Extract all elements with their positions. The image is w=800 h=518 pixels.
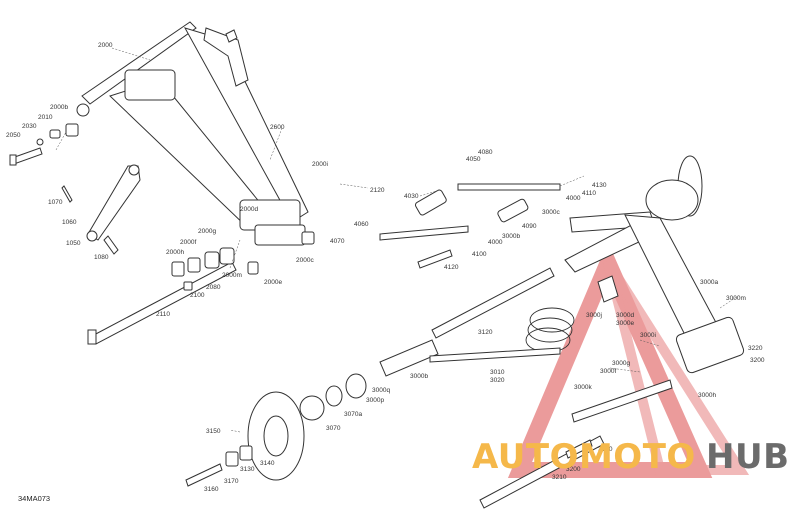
callout: 2000g bbox=[198, 228, 216, 235]
watermark-wordmark: AUTOMOTO HUB bbox=[472, 437, 789, 477]
callout: 3000b bbox=[502, 233, 520, 240]
callout: 3000c bbox=[542, 209, 560, 216]
callout: 2120 bbox=[370, 187, 385, 194]
callout: 2000m bbox=[222, 272, 242, 279]
watermark-logo bbox=[507, 241, 750, 478]
callout: 3120 bbox=[478, 329, 493, 336]
callout: 3000p bbox=[366, 397, 384, 404]
callout: 3220 bbox=[748, 345, 763, 352]
callout: 2000 bbox=[98, 42, 113, 49]
idler-wheel-3070 bbox=[185, 373, 367, 487]
callout: 3000j bbox=[586, 312, 602, 319]
callout: 3000m bbox=[726, 295, 746, 302]
callout: 4000 bbox=[566, 195, 581, 202]
callout: 4000 bbox=[488, 239, 503, 246]
callout: 3000g bbox=[612, 360, 630, 367]
callout: 3000a bbox=[700, 279, 718, 286]
callout: 4120 bbox=[444, 264, 459, 271]
callout: 3070a bbox=[344, 411, 362, 418]
callout: 4050 bbox=[466, 156, 481, 163]
spring-3010 bbox=[429, 307, 575, 363]
callout: 2030 bbox=[22, 123, 37, 130]
link-assembly bbox=[61, 164, 141, 255]
callout: 3010 bbox=[490, 369, 505, 376]
callout: 1060 bbox=[62, 219, 77, 226]
callout: 1080 bbox=[94, 254, 109, 261]
callout: 2050 bbox=[6, 132, 21, 139]
callout: 3000k bbox=[574, 384, 592, 391]
callout: 3000h bbox=[698, 392, 716, 399]
bushing-stack bbox=[171, 231, 315, 291]
callout: 3000f bbox=[600, 368, 616, 375]
callout: 4060 bbox=[354, 221, 369, 228]
callout: 4090 bbox=[522, 223, 537, 230]
callout: 3150 bbox=[206, 428, 221, 435]
upper-arm-hardware bbox=[9, 123, 79, 166]
callout: 3140 bbox=[260, 460, 275, 467]
callout: 3200 bbox=[750, 357, 765, 364]
callout: 3160 bbox=[204, 486, 219, 493]
callout: 2000d bbox=[240, 206, 258, 213]
callout: 4030 bbox=[404, 193, 419, 200]
callout: 3190 bbox=[598, 446, 613, 453]
callout: 2000c bbox=[296, 257, 314, 264]
callout: 2000h bbox=[166, 249, 184, 256]
callout: 4100 bbox=[472, 251, 487, 258]
long-shaft-2110 bbox=[87, 261, 237, 345]
callout: 3000q bbox=[372, 387, 390, 394]
callout: 2080 bbox=[206, 284, 221, 291]
document-reference: 34MA073 bbox=[18, 494, 50, 503]
callout: 3020 bbox=[490, 377, 505, 384]
callout: 3000e bbox=[616, 320, 634, 327]
callout: 4110 bbox=[582, 190, 596, 197]
shaft-3120 bbox=[379, 267, 555, 377]
callout: 2600 bbox=[270, 124, 285, 131]
callout: 2000b bbox=[50, 104, 68, 111]
leader-lines bbox=[55, 47, 739, 433]
rear-arm-assembly bbox=[564, 155, 745, 374]
callout: 1050 bbox=[66, 240, 81, 247]
callout: 3130 bbox=[240, 466, 255, 473]
watermark-brand-b: HUB bbox=[706, 437, 789, 477]
callout: 4080 bbox=[478, 149, 493, 156]
callout: 3170 bbox=[224, 478, 239, 485]
callout: 2010 bbox=[38, 114, 53, 121]
watermark-brand-a: AUTOMOTO bbox=[472, 437, 696, 477]
callout-labels: 2000 2000b 2010 2030 2050 2600 2000i 212… bbox=[6, 42, 765, 493]
callout: 2000f bbox=[180, 239, 196, 246]
callout: 2000i bbox=[312, 161, 328, 168]
callout: 3200 bbox=[566, 466, 581, 473]
callout: 2100 bbox=[190, 292, 205, 299]
callout: 3210 bbox=[552, 474, 567, 481]
callout: 3000d bbox=[616, 312, 634, 319]
lower-shafts bbox=[479, 379, 673, 509]
callout: 1070 bbox=[48, 199, 63, 206]
upper-arm-assembly bbox=[76, 21, 309, 246]
callout: 3000i bbox=[640, 332, 656, 339]
callout: 2000e bbox=[264, 279, 282, 286]
callout: 3070 bbox=[326, 425, 341, 432]
callout: 4130 bbox=[592, 182, 607, 189]
upper-linkage-rods bbox=[379, 183, 561, 269]
callout: 3000b bbox=[410, 373, 428, 380]
callout: 4070 bbox=[330, 238, 345, 245]
callout: 2110 bbox=[156, 311, 170, 318]
